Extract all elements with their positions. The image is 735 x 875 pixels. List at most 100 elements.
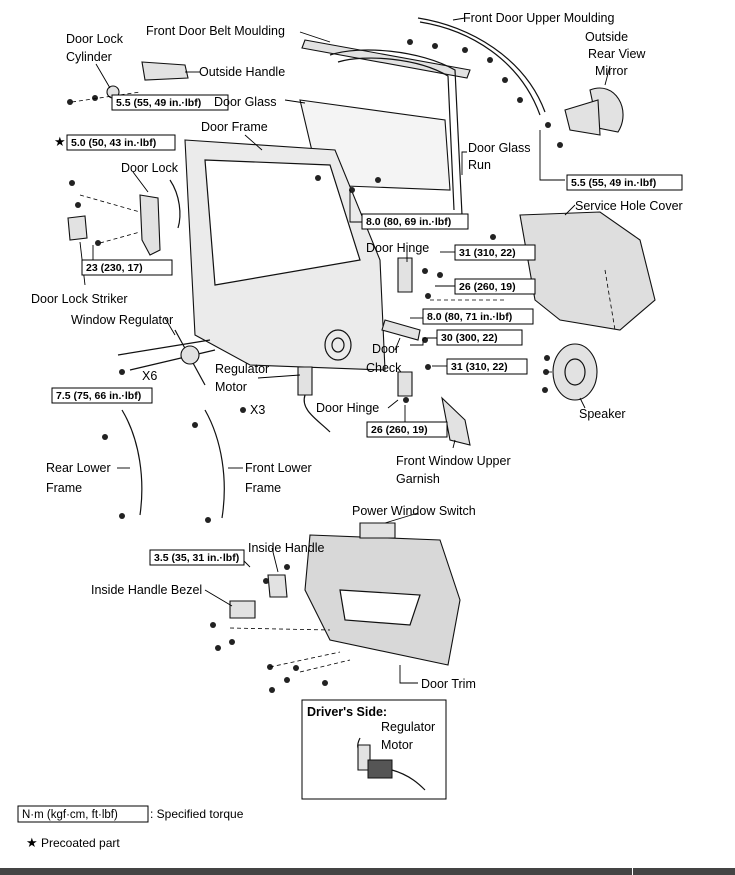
speaker-part (552, 343, 598, 401)
svg-text:Outside: Outside (585, 30, 628, 44)
front-door-upper-moulding (419, 21, 541, 116)
svg-text:Door Glass: Door Glass (468, 141, 531, 155)
service-hole-cover-part (519, 211, 656, 331)
svg-text:Front Lower: Front Lower (245, 461, 312, 475)
svg-text:Regulator: Regulator (215, 362, 269, 376)
svg-text:Frame: Frame (245, 481, 281, 495)
bolts (67, 39, 563, 693)
svg-text:23 (230, 17): 23 (230, 17) (86, 262, 143, 274)
svg-text:Garnish: Garnish (396, 472, 440, 486)
svg-text:26 (260, 19): 26 (260, 19) (371, 424, 428, 436)
svg-text:Motor: Motor (215, 380, 247, 394)
front-lower-frame-part (204, 409, 225, 519)
svg-text:30 (300, 22): 30 (300, 22) (441, 332, 498, 344)
label-service-hole-cover: Service Hole Cover (575, 199, 683, 213)
torque-door-glass: 8.0 (80, 69 in.·lbf) (349, 190, 469, 230)
svg-text:3.5 (35, 31 in.·lbf): 3.5 (35, 31 in.·lbf) (154, 552, 239, 564)
label-inside-handle: Inside Handle (248, 541, 324, 555)
label-inside-handle-bezel: Inside Handle Bezel (91, 583, 202, 597)
svg-text:Check: Check (366, 361, 402, 375)
label-front-door-upper-moulding: Front Door Upper Moulding (463, 11, 615, 25)
label-window-regulator: Window Regulator (71, 313, 173, 327)
svg-text:Mirror: Mirror (595, 64, 628, 78)
inside-handle-bezel-part (229, 600, 256, 619)
svg-text:★: ★ (26, 835, 38, 850)
label-outside-handle: Outside Handle (199, 65, 285, 79)
bottom-bar (0, 868, 735, 875)
torque-regulator: 7.5 (75, 66 in.·lbf) (51, 387, 153, 404)
svg-text:5.5 (55, 49 in.·lbf): 5.5 (55, 49 in.·lbf) (571, 177, 656, 189)
label-front-window-upper-garnish: Front Window Upper Garnish (396, 454, 511, 486)
svg-text:31 (310, 22): 31 (310, 22) (459, 247, 516, 259)
label-door-frame: Door Frame (201, 120, 268, 134)
torque-mirror: 5.5 (55, 49 in.·lbf) (539, 130, 683, 191)
svg-text:N·m (kgf·cm, ft·lbf): N·m (kgf·cm, ft·lbf) (22, 809, 118, 821)
door-check-part (381, 319, 421, 341)
label-door-hinge-upper: Door Hinge (366, 241, 429, 255)
door-hinge-upper-part (397, 257, 413, 293)
label-front-lower-frame: Front Lower Frame (245, 461, 312, 495)
door-lock-part (139, 194, 161, 256)
legend-torque: N·m (kgf·cm, ft·lbf) : Specified torque (17, 805, 244, 823)
label-outside-rear-view-mirror: Outside Rear View Mirror (585, 30, 646, 78)
svg-text:8.0 (80, 69 in.·lbf): 8.0 (80, 69 in.·lbf) (366, 216, 451, 228)
torque-hinge-lower-body: 31 (310, 22) (432, 358, 528, 375)
svg-text:Frame: Frame (46, 481, 82, 495)
svg-text:8.0 (80, 71 in.·lbf): 8.0 (80, 71 in.·lbf) (427, 311, 512, 323)
label-door-glass-run: Door Glass Run (468, 141, 531, 172)
svg-text:Door Lock: Door Lock (66, 32, 124, 46)
svg-text:7.5 (75, 66 in.·lbf): 7.5 (75, 66 in.·lbf) (56, 390, 141, 402)
svg-text:Motor: Motor (381, 738, 413, 752)
inside-handle-part (267, 574, 288, 598)
label-door-lock: Door Lock (121, 161, 179, 175)
torque-outside-handle: 5.5 (55, 49 in.·lbf) (111, 94, 229, 111)
svg-text:Precoated part: Precoated part (41, 836, 120, 850)
label-regulator-motor: Regulator Motor (215, 362, 269, 394)
svg-text:5.0 (50, 43 in.·lbf): 5.0 (50, 43 in.·lbf) (71, 137, 156, 149)
label-door-check: Door Check (366, 342, 402, 375)
label-x6: X6 (142, 369, 157, 383)
leader-lines (79, 17, 611, 684)
svg-text:Rear Lower: Rear Lower (46, 461, 111, 475)
drivers-side-inset: Driver's Side: Regulator Motor (301, 699, 447, 800)
svg-text:Front Window Upper: Front Window Upper (396, 454, 511, 468)
svg-text:Run: Run (468, 158, 491, 172)
torque-door-lock-precoated: ★ 5.0 (50, 43 in.·lbf) (54, 134, 176, 151)
svg-text:5.5 (55, 49 in.·lbf): 5.5 (55, 49 in.·lbf) (116, 97, 201, 109)
label-door-lock-striker: Door Lock Striker (31, 292, 128, 306)
label-door-trim: Door Trim (421, 677, 476, 691)
svg-text:★: ★ (54, 134, 66, 149)
label-x3: X3 (250, 403, 265, 417)
regulator-motor-part (297, 366, 313, 396)
label-rear-lower-frame: Rear Lower Frame (46, 461, 111, 495)
torque-door-check-body: 30 (300, 22) (410, 329, 523, 346)
label-speaker: Speaker (579, 407, 626, 421)
door-glass-run-frame (329, 49, 463, 221)
svg-text:Rear View: Rear View (588, 47, 646, 61)
power-window-switch-part (359, 522, 396, 539)
svg-text:: Specified torque: : Specified torque (150, 807, 244, 821)
door-lock-striker-part (67, 215, 88, 241)
label-door-hinge-lower: Door Hinge (316, 401, 379, 415)
alignment-lines (71, 91, 616, 673)
bottom-bar-divider (632, 868, 633, 875)
svg-text:31 (310, 22): 31 (310, 22) (451, 361, 508, 373)
label-power-window-switch: Power Window Switch (352, 504, 476, 518)
rear-lower-frame-part (121, 409, 143, 516)
svg-text:Cylinder: Cylinder (66, 50, 112, 64)
torque-striker: 23 (230, 17) (81, 245, 173, 276)
label-front-door-belt-moulding: Front Door Belt Moulding (146, 24, 285, 38)
label-door-glass: Door Glass (214, 95, 277, 109)
torque-hinge-upper-body: 31 (310, 22) (440, 244, 536, 261)
torque-hinge-upper-door: 26 (260, 19) (435, 278, 536, 295)
svg-text:Driver's Side:: Driver's Side: (307, 705, 387, 719)
legend-precoated: ★ Precoated part (26, 835, 120, 850)
torque-door-check-door: 8.0 (80, 71 in.·lbf) (410, 308, 534, 325)
torque-inside-handle: 3.5 (35, 31 in.·lbf) (149, 549, 251, 568)
door-hinge-lower-part (397, 371, 413, 397)
svg-text:Regulator: Regulator (381, 720, 435, 734)
outside-handle-part (141, 61, 189, 81)
label-door-lock-cylinder: Door Lock Cylinder (66, 32, 124, 64)
svg-text:Door: Door (372, 342, 399, 356)
